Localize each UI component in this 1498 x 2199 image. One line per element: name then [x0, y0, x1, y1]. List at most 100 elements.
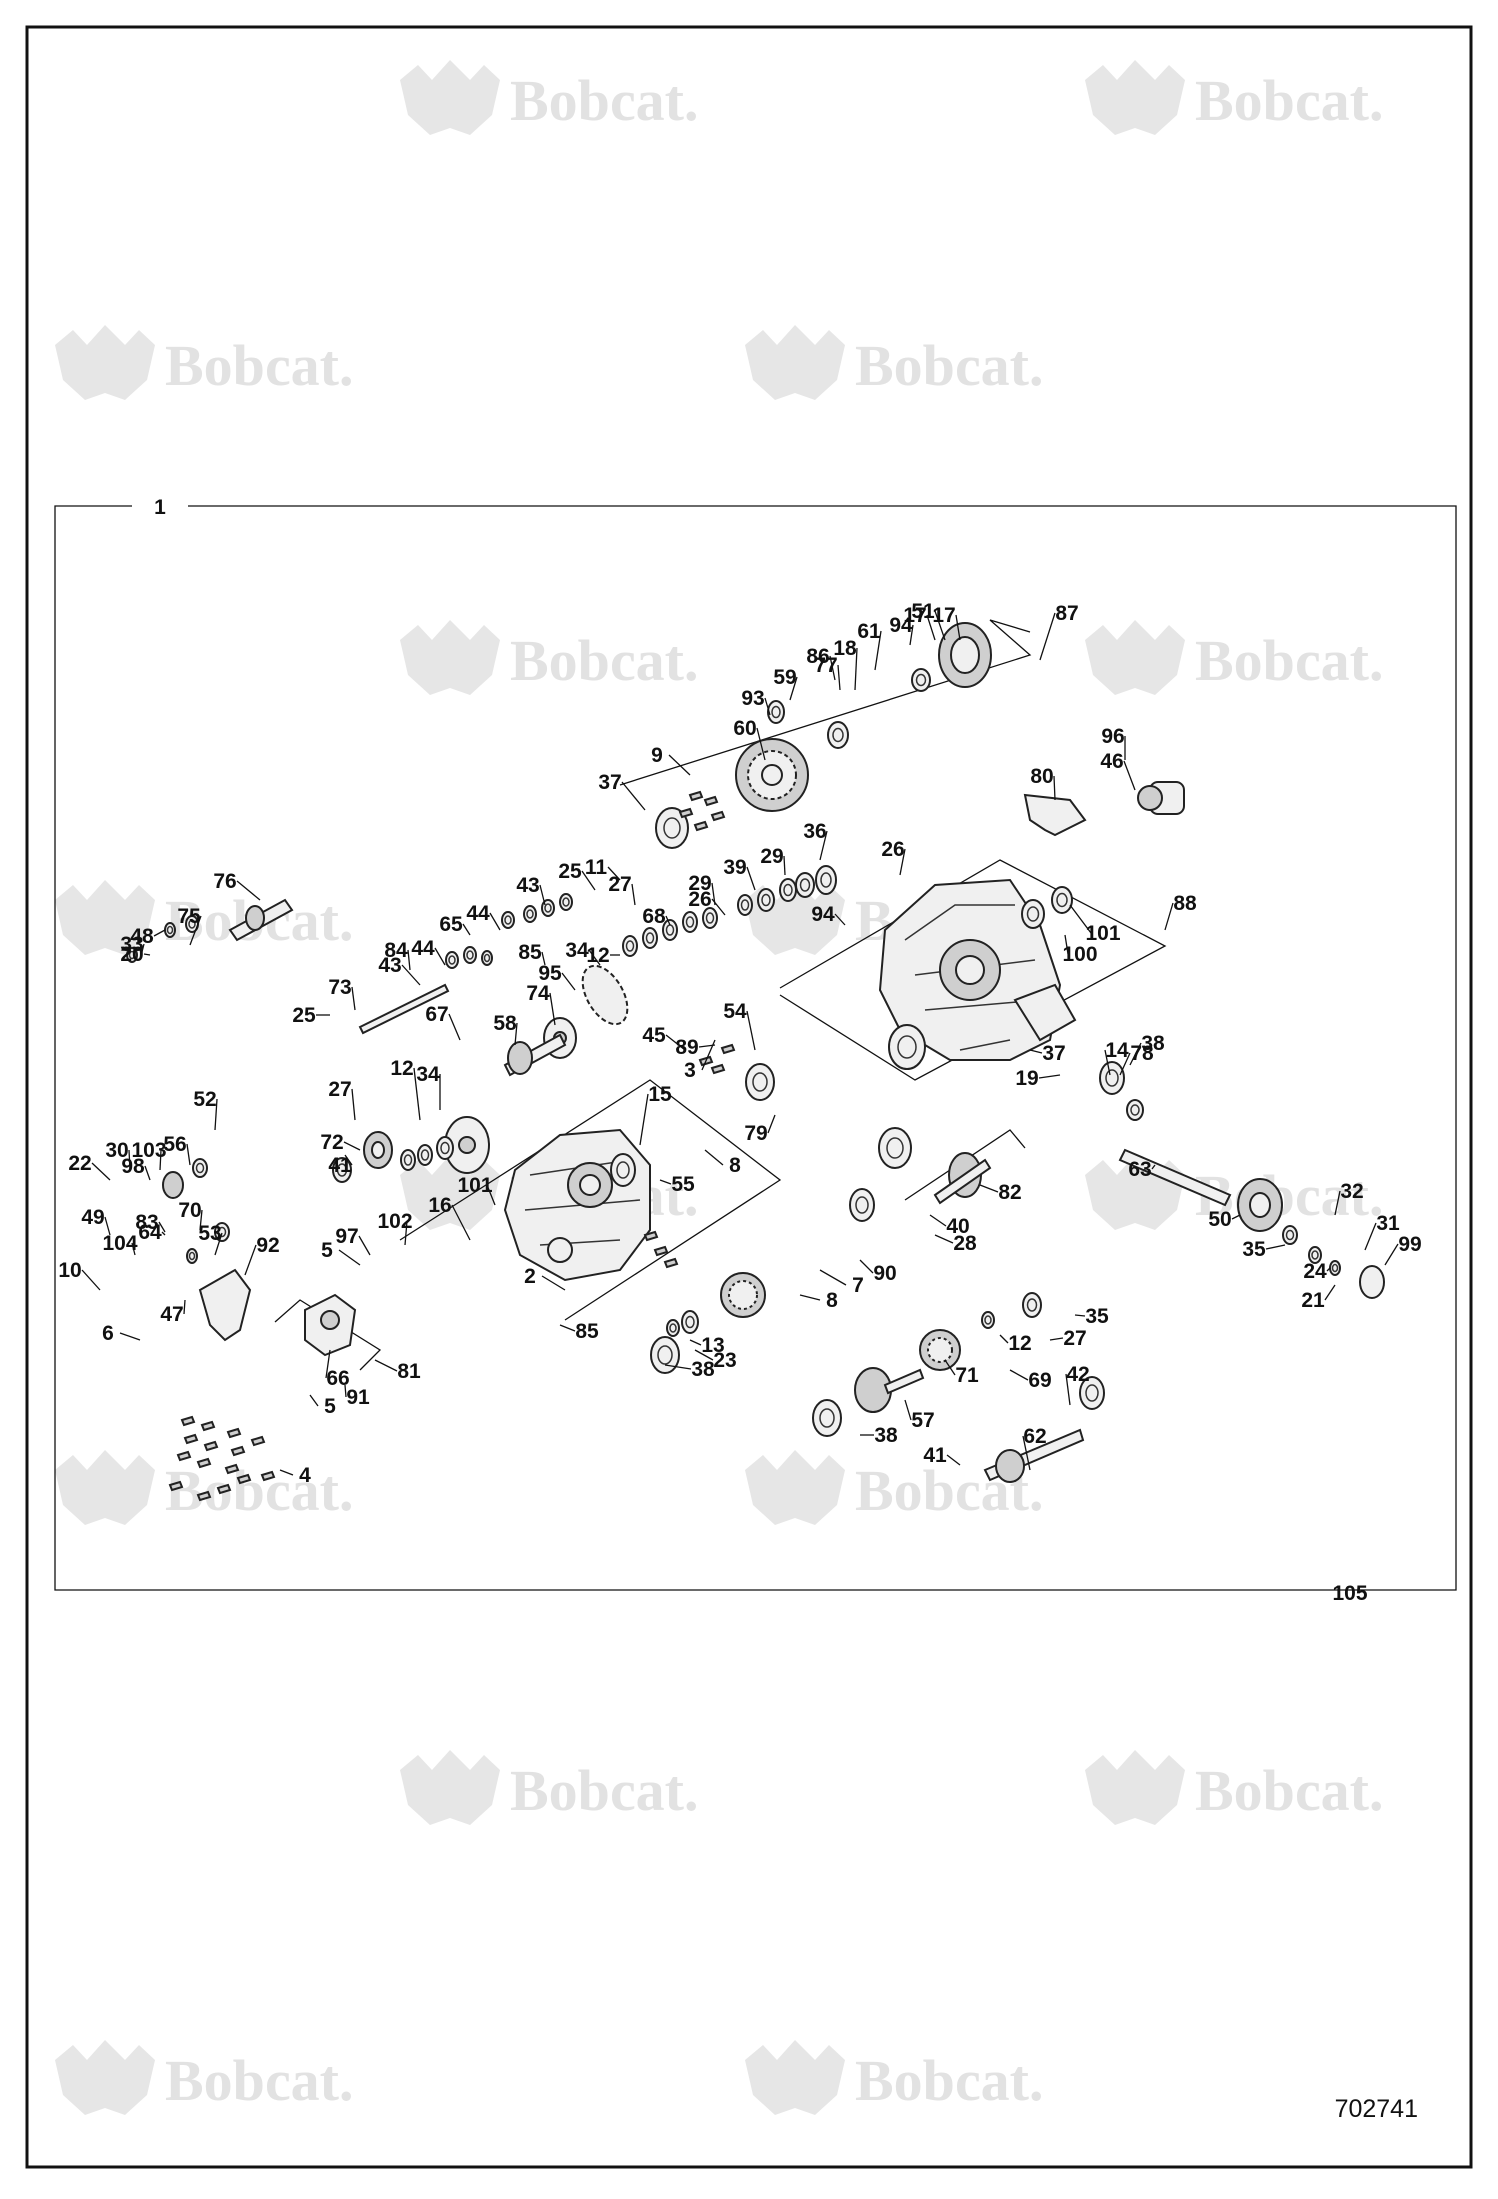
callout-leader — [541, 1275, 566, 1291]
callout: 11 — [585, 856, 621, 881]
ring-bore — [771, 705, 781, 719]
callout: 89 — [675, 1036, 716, 1059]
differential-51-part — [938, 622, 992, 688]
bobcat-head-icon — [1085, 60, 1185, 135]
callout-number: 17 — [932, 604, 955, 627]
callout-leader — [1065, 1373, 1071, 1406]
callout-number: 40 — [946, 1215, 969, 1238]
callout: 27 — [608, 873, 636, 906]
ring-part — [779, 878, 797, 902]
callout: 14 — [1104, 1039, 1129, 1076]
callout-number: 105 — [1332, 1582, 1367, 1605]
callout-leader — [581, 870, 596, 891]
bolt-part — [260, 1470, 276, 1482]
callout: 38 — [664, 1358, 715, 1381]
callout-number: 67 — [425, 1003, 448, 1026]
callout-leader — [131, 1242, 136, 1256]
callout-leader — [1119, 1052, 1131, 1076]
callout: 40 — [929, 1214, 970, 1238]
callout-leader — [664, 1364, 692, 1370]
callout: 104 — [102, 1232, 138, 1256]
callout-number: 102 — [377, 1210, 412, 1233]
callout-number: 71 — [955, 1364, 979, 1387]
callout: 94 — [811, 903, 846, 926]
callout-leader — [799, 1294, 821, 1301]
bolt-part — [710, 810, 726, 822]
callout-leader — [338, 1249, 361, 1266]
callout: 4 — [279, 1464, 311, 1487]
ring-bore — [616, 1161, 630, 1179]
shaft-58-part — [503, 1033, 567, 1077]
ring-part — [1282, 1225, 1298, 1245]
callout-leader — [783, 855, 786, 876]
callout-leader — [1038, 1074, 1061, 1079]
callout-leader — [904, 1399, 912, 1421]
callout-number: 86 — [806, 645, 829, 668]
callout: 85 — [559, 1320, 599, 1343]
callout-leader — [343, 1141, 361, 1151]
callout: 36 — [803, 820, 828, 861]
callout-number: 38 — [691, 1358, 715, 1381]
callout: 49 — [81, 1206, 111, 1236]
bolt-part — [176, 1450, 192, 1462]
callout-number: 13 — [701, 1334, 724, 1357]
callout: 67 — [425, 1003, 461, 1041]
ring-part — [445, 951, 459, 969]
bolt-part — [688, 790, 704, 802]
watermark-text: Bobcat. — [165, 2048, 354, 2113]
callout: 24 — [1303, 1260, 1331, 1283]
ring-bore — [195, 1162, 205, 1174]
callout-leader — [448, 1013, 461, 1041]
ring-bore — [820, 872, 832, 888]
callout-leader — [139, 943, 145, 961]
ring-bore — [526, 909, 534, 919]
ring-bore — [663, 817, 681, 839]
ring-part — [650, 1336, 680, 1374]
group-83-outline — [904, 1129, 1026, 1201]
callout: 50 — [1208, 1208, 1241, 1231]
callout-leader — [158, 1221, 166, 1233]
callout: 35 — [1074, 1305, 1109, 1328]
callout: 42 — [1065, 1363, 1090, 1406]
callout: 29 — [760, 845, 786, 876]
watermark-logo: Bobcat. — [55, 880, 354, 955]
ring-part — [757, 888, 775, 912]
watermark-logo: Bobcat. — [400, 620, 699, 695]
callout: 88 — [1164, 892, 1197, 931]
callout-leader — [358, 1235, 371, 1256]
callout: 84 — [384, 939, 411, 971]
bolt-part — [200, 1420, 216, 1432]
ring-bore — [657, 1345, 673, 1365]
callout: 38 — [860, 1424, 898, 1447]
callout: 12 — [586, 944, 620, 967]
callout-leader — [909, 624, 914, 646]
callout-number: 43 — [378, 954, 401, 977]
callout: 22 — [68, 1152, 111, 1181]
callout: 43 — [516, 874, 546, 906]
pinion-73-part — [363, 1131, 393, 1169]
callout-leader — [929, 1214, 947, 1227]
ring-bore — [440, 1141, 450, 1155]
callout: 41 — [923, 1444, 961, 1467]
bobcat-head-icon — [400, 620, 500, 695]
callout: 56 — [163, 1133, 191, 1166]
ring-part — [702, 907, 718, 929]
callout-number: 65 — [439, 913, 463, 936]
callout-leader — [659, 1179, 672, 1185]
callout-number: 87 — [1055, 602, 1078, 625]
callout-number: 78 — [1130, 1042, 1154, 1065]
callout-leader — [119, 1332, 141, 1341]
bolt-part — [226, 1427, 242, 1439]
callout-leader — [159, 1149, 162, 1171]
callout: 34 — [565, 939, 601, 966]
ring-bore — [819, 1408, 835, 1428]
callout: 97 — [335, 1225, 371, 1256]
watermark-logo: Bobcat. — [55, 2040, 354, 2115]
bolt-part — [703, 795, 719, 807]
callout-number: 29 — [760, 845, 783, 868]
callout: 70 — [178, 1199, 203, 1231]
ring-bore — [783, 883, 793, 897]
callout: 62 — [1022, 1425, 1047, 1471]
callout: 16 — [428, 1194, 471, 1241]
callout: 6 — [102, 1322, 141, 1345]
